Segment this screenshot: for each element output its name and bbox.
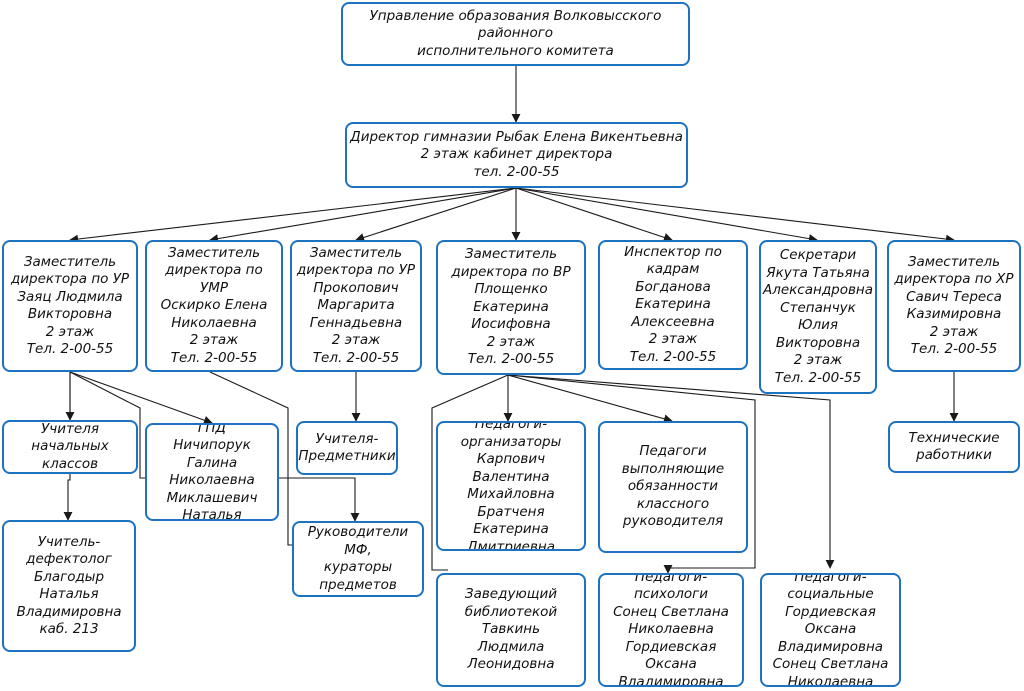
link-director-deputy-hr — [515, 187, 955, 244]
node-librarian: Заведующий библиотекой Тавкинь Людмила Л… — [436, 573, 586, 687]
node-gpd-educators: Воспитатели ГПД Ничипорук Галина Николае… — [145, 423, 279, 521]
node-subject-teachers: Учителя- Предметники — [296, 421, 398, 475]
node-psychologists-text: Педагоги- психологи Сонец Светлана Никол… — [613, 573, 729, 687]
node-defectologist: Учитель- дефектолог Благодыр Наталья Вла… — [2, 520, 136, 652]
node-director: Директор гимназии Рыбак Елена Викентьевн… — [345, 122, 688, 188]
link-vr-social — [507, 374, 835, 569]
node-secretaries: Секретари Якута Татьяна Александровна Ст… — [759, 240, 877, 394]
node-deputy-vr: Заместитель директора по ВР Площенко Ека… — [436, 240, 586, 375]
node-root-text: Управление образования Волковысского рай… — [369, 7, 662, 59]
link-director-secretaries — [515, 187, 818, 244]
node-tech-staff: Технические работники — [888, 421, 1020, 473]
node-deputy-umr: Заместитель директора по УМР Оскирко Еле… — [145, 240, 283, 372]
node-social-pedagogues-text: Педагоги- социальные Гордиевская Оксана … — [772, 573, 889, 687]
node-primary-teachers-text: Учителя начальных классов — [31, 420, 109, 472]
node-root: Управление образования Волковысского рай… — [341, 2, 690, 66]
node-hr-inspector-text: Инспектор по кадрам Богданова Екатерина … — [624, 243, 722, 365]
node-subject-teachers-text: Учителя- Предметники — [298, 430, 396, 465]
link-vr-classteachers — [507, 374, 673, 424]
link-director-deputy-ur-2 — [355, 187, 517, 242]
node-mf-heads: Руководители МФ, кураторы предметов — [292, 521, 424, 597]
node-hr-inspector: Инспектор по кадрам Богданова Екатерина … — [598, 240, 748, 370]
node-class-teachers: Педагоги выполняющие обязанности классно… — [598, 421, 748, 553]
node-gpd-educators-text: Воспитатели ГПД Ничипорук Галина Николае… — [166, 423, 258, 521]
node-class-teachers-text: Педагоги выполняющие обязанности классно… — [621, 443, 725, 530]
node-deputy-hr-text: Заместитель директора по ХР Савич Тереса… — [894, 253, 1014, 358]
node-primary-teachers: Учителя начальных классов — [2, 420, 138, 474]
link-vr-librarian — [431, 374, 509, 571]
node-deputy-ur-2: Заместитель директора по УР Прокопович М… — [290, 240, 422, 372]
node-deputy-ur-1-text: Заместитель директора по УР Заяц Людмила… — [10, 253, 130, 358]
node-defectologist-text: Учитель- дефектолог Благодыр Наталья Вла… — [16, 533, 122, 638]
node-director-text: Директор гимназии Рыбак Елена Викентьевн… — [350, 128, 683, 180]
link-ur1-gpd — [69, 371, 213, 425]
link-vr-psychologists — [507, 374, 756, 574]
node-organizers: Педагоги- организаторы Карпович Валентин… — [436, 421, 586, 551]
node-organizers-text: Педагоги- организаторы Карпович Валентин… — [460, 421, 562, 551]
node-psychologists: Педагоги- психологи Сонец Светлана Никол… — [598, 573, 744, 687]
node-deputy-vr-text: Заместитель директора по ВР Площенко Ека… — [451, 246, 571, 368]
node-mf-heads-text: Руководители МФ, кураторы предметов — [307, 524, 409, 593]
link-ur1-organizers — [69, 371, 360, 522]
link-umr-mf — [209, 371, 292, 546]
node-secretaries-text: Секретари Якута Татьяна Александровна Ст… — [762, 247, 874, 386]
node-tech-staff-text: Технические работники — [908, 429, 1000, 464]
node-deputy-ur-1: Заместитель директора по УР Заяц Людмила… — [2, 240, 138, 372]
node-deputy-ur-2-text: Заместитель директора по УР Прокопович М… — [296, 244, 416, 366]
node-social-pedagogues: Педагоги- социальные Гордиевская Оксана … — [760, 573, 901, 687]
link-director-deputy-umr — [209, 187, 517, 244]
link-director-deputy-ur-1 — [69, 187, 517, 244]
node-deputy-umr-text: Заместитель директора по УМР Оскирко Еле… — [160, 244, 268, 366]
node-deputy-hr: Заместитель директора по ХР Савич Тереса… — [887, 240, 1021, 372]
node-librarian-text: Заведующий библиотекой Тавкинь Людмила Л… — [464, 586, 558, 673]
link-director-hr-inspector — [515, 187, 673, 242]
